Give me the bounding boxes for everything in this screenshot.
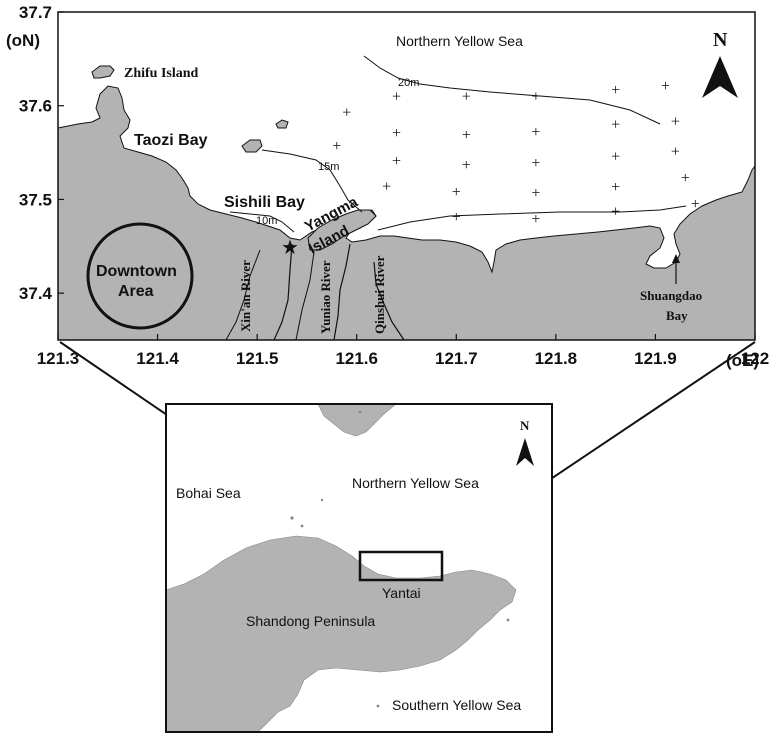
label-qinshui-river: Qinshui River [372, 255, 387, 334]
station-marker: + [531, 211, 540, 228]
yangma-island-shape [307, 209, 377, 251]
inset-label-bohai-sea: Bohai Sea [176, 485, 241, 501]
north-arrow-inset-label: N [520, 418, 530, 433]
label-taozi-bay: Taozi Bay [134, 132, 208, 149]
y-tick-label: 37.4 [19, 284, 53, 303]
station-marker: + [332, 138, 341, 155]
zhifu-island-shape [91, 65, 115, 79]
x-tick-label: 122 [741, 349, 769, 368]
station-marker: + [671, 114, 680, 131]
inset-label-yantai: Yantai [382, 585, 421, 601]
small-island-shape [241, 139, 263, 153]
station-marker: + [462, 88, 471, 105]
x-tick-label: 121.7 [435, 349, 478, 368]
station-marker: + [681, 170, 690, 187]
inset-island-4 [358, 410, 362, 414]
inset-label-northern-yellow-sea: Northern Yellow Sea [352, 475, 479, 491]
depth-contour-offshore [377, 205, 687, 231]
station-marker: + [531, 124, 540, 141]
station-marker: + [531, 155, 540, 172]
downtown-circle [86, 222, 194, 330]
station-marker: + [671, 144, 680, 161]
station-marker: + [392, 153, 401, 170]
y-tick-label: 37.6 [19, 97, 52, 116]
y-axis: 37.7 37.6 37.5 37.4 [19, 3, 64, 303]
label-depth-15m: 15m [318, 161, 339, 173]
inset-island-1 [290, 516, 294, 520]
label-depth-20m: 20m [398, 77, 419, 89]
station-marker: + [342, 104, 351, 121]
station-markers: ++++++++++++++++++++++++++ [332, 78, 699, 228]
y-tick-label: 37.7 [19, 3, 52, 22]
north-arrow-inset-icon [516, 438, 534, 466]
main-map: ++++++++++++++++++++++++++ ★ Northern Ye… [6, 3, 769, 370]
islet-shape [275, 119, 289, 129]
station-marker: + [531, 88, 540, 105]
y-tick-label: 37.5 [19, 190, 52, 209]
station-marker: + [462, 157, 471, 174]
label-shuangdao-1: Shuangdao [640, 288, 702, 303]
label-downtown-2: Area [118, 283, 154, 300]
x-tick-label: 121.4 [136, 349, 179, 368]
inset-map-land-shandong [165, 535, 517, 733]
label-shuangdao-2: Bay [666, 308, 688, 323]
station-marker: + [382, 178, 391, 195]
label-zhifu-island: Zhifu Island [124, 66, 199, 81]
inset-map: Bohai Sea Northern Yellow Sea Yantai Sha… [165, 403, 553, 733]
label-depth-10m: 10m [256, 215, 277, 227]
north-arrow-main-label: N [713, 29, 728, 51]
x-tick-label: 121.9 [634, 349, 677, 368]
yuniao-river-line [333, 243, 351, 341]
shuangdao-arrow-head [672, 254, 680, 263]
xinan-river-line [273, 243, 293, 341]
station-marker: + [392, 88, 401, 105]
label-downtown-1: Downtown [96, 263, 177, 280]
station-marker: + [452, 184, 461, 201]
station-marker: + [691, 196, 700, 213]
inset-study-area-box [358, 550, 444, 582]
depth-contour-10m [229, 211, 295, 233]
label-sishili-bay: Sishili Bay [224, 194, 305, 211]
label-xinan-river: Xin'an River [238, 260, 253, 332]
inset-island-5 [506, 618, 510, 622]
station-marker: + [661, 78, 670, 95]
depth-contour-20m [363, 55, 661, 125]
main-map-land [57, 85, 756, 341]
station-marker: + [452, 209, 461, 226]
inset-island-6 [376, 704, 380, 708]
station-marker: + [611, 148, 620, 165]
north-arrow-main: N [702, 29, 738, 98]
yuniao-river-line-b [295, 251, 315, 341]
x-tick-label: 121.8 [535, 349, 578, 368]
qinshui-river-line [373, 261, 405, 341]
inset-map-land-liaodong [317, 403, 397, 437]
y-axis-title: (oN) [6, 31, 40, 50]
inset-label-shandong: Shandong Peninsula [246, 613, 375, 629]
station-marker: + [531, 185, 540, 202]
station-marker: + [392, 125, 401, 142]
x-axis: 121.3 121.4 121.5 121.6 121.7 121.8 121.9 122 [37, 334, 769, 368]
station-marker: + [611, 82, 620, 99]
station-marker: + [611, 116, 620, 133]
sampling-site-star: ★ [281, 237, 299, 259]
inset-island-2 [300, 524, 304, 528]
inset-map-frame [165, 403, 553, 733]
x-axis-title: (oE) [726, 351, 759, 370]
station-marker: + [462, 127, 471, 144]
main-map-frame [57, 11, 756, 341]
label-northern-yellow-sea-main: Northern Yellow Sea [396, 33, 523, 49]
inset-label-southern-yellow-sea: Southern Yellow Sea [392, 697, 521, 713]
north-arrow-main-icon [702, 56, 738, 98]
inset-island-3 [320, 498, 324, 502]
label-yuniao-river: Yuniao River [318, 260, 333, 334]
x-tick-label: 121.3 [37, 349, 80, 368]
north-arrow-inset: N [516, 418, 534, 466]
station-marker: + [611, 179, 620, 196]
station-marker: + [611, 204, 620, 221]
depth-contour-15m [261, 149, 363, 213]
xinan-river-line-b [225, 249, 261, 341]
x-tick-label: 121.5 [236, 349, 279, 368]
x-tick-label: 121.6 [335, 349, 378, 368]
